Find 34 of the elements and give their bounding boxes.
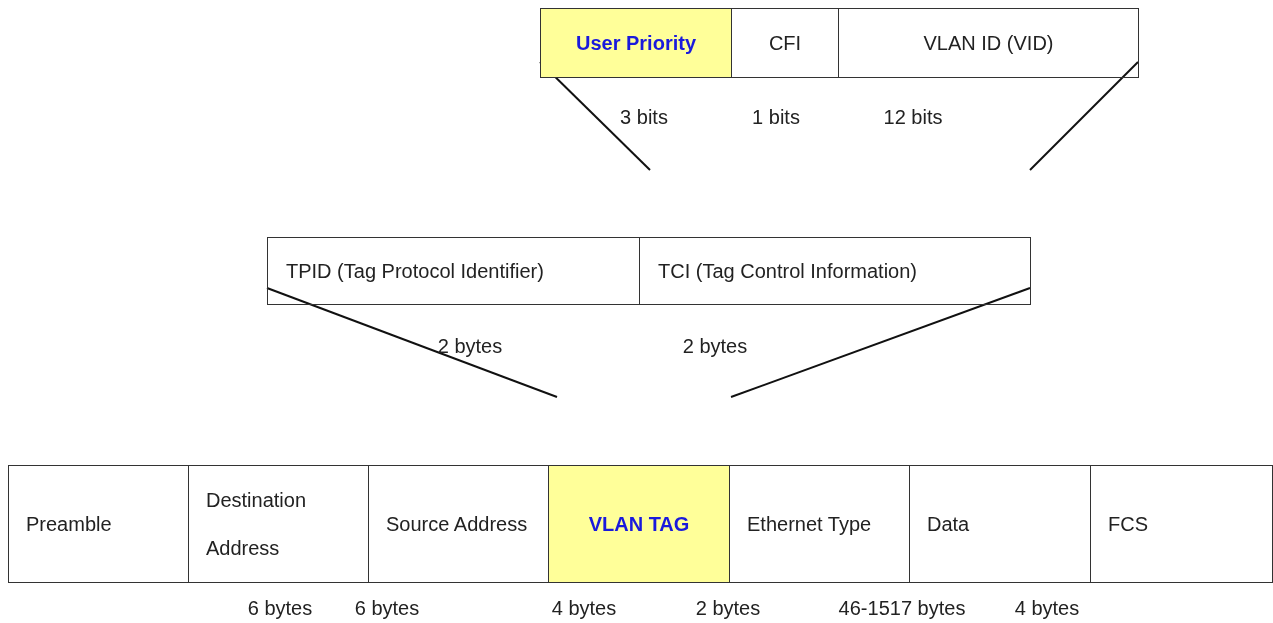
size-label: 3 bits [620, 106, 668, 129]
field-cell [1090, 465, 1273, 583]
size-label: 2 bytes [695, 597, 761, 620]
field-cell [731, 8, 839, 78]
size-label: 4 bytes [1014, 597, 1080, 620]
field-name: Source Address [386, 512, 528, 537]
field-cell [729, 465, 910, 583]
size-label: 6 bytes [247, 597, 313, 620]
field-cell [267, 237, 640, 305]
size-label: 4 bytes [551, 597, 617, 620]
field-name: Ethernet Type [747, 512, 872, 537]
size-label: 46-1517 bytes [838, 597, 966, 620]
size-label: 2 bytes [682, 335, 748, 358]
field-cell [838, 8, 1139, 78]
field-name: Destination Address [206, 488, 308, 561]
field-cell [639, 237, 1031, 305]
field-name: User Priority [575, 31, 697, 56]
field-name: VLAN TAG [588, 512, 690, 537]
field-name: Preamble [26, 512, 112, 537]
size-label: 2 bytes [437, 335, 503, 358]
size-label: 1 bits [752, 106, 800, 129]
field-name: CFI [768, 31, 802, 56]
field-name: TCI (Tag Control Information) [658, 259, 917, 284]
field-cell [909, 465, 1091, 583]
field-cell [548, 465, 730, 583]
field-cell [8, 465, 189, 583]
field-name: Data [927, 512, 970, 537]
field-cell [540, 8, 732, 78]
size-label: 12 bits [883, 106, 943, 129]
field-name: VLAN ID (VID) [923, 31, 1054, 56]
field-name: TPID (Tag Protocol Identifier) [286, 259, 544, 284]
field-name: FCS [1108, 512, 1148, 537]
field-cell [188, 465, 369, 583]
size-label: 6 bytes [354, 597, 420, 620]
